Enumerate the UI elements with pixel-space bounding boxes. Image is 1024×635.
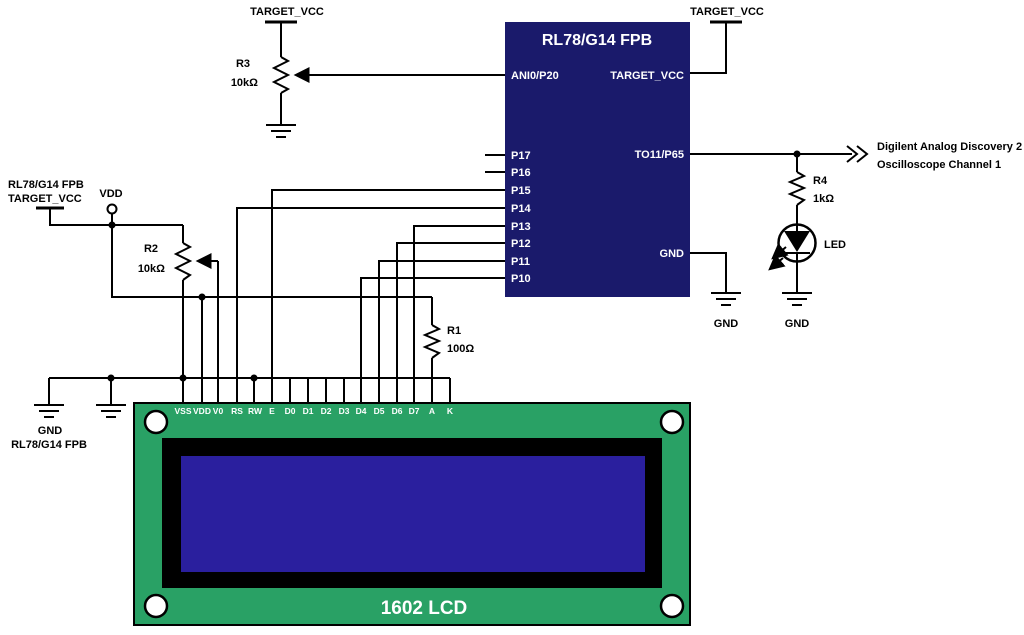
lcd-pin-e: E: [269, 406, 275, 416]
vdd-label: VDD: [99, 188, 122, 200]
rail-label-line1: RL78/G14 FPB: [8, 179, 84, 191]
gnd-symbol-led: [782, 292, 812, 306]
target-vcc-label: TARGET_VCC: [250, 6, 324, 18]
power-left-rail: RL78/G14 FPB TARGET_VCC VDD: [8, 179, 183, 229]
resistor-zigzag: [271, 56, 291, 94]
lcd-pin-rw: RW: [248, 406, 263, 416]
mcu-pin-p14: P14: [511, 203, 531, 215]
mounting-hole: [659, 409, 685, 435]
mcu-pin-gnd: GND: [660, 248, 685, 260]
rail-label-line2: TARGET_VCC: [8, 193, 82, 205]
gnd-label: GND: [785, 318, 810, 330]
wire: [690, 252, 727, 293]
resistor-r1: R1 100Ω: [422, 297, 474, 404]
resistor-value: 10kΩ: [138, 263, 165, 275]
oscilloscope-output: Digilent Analog Discovery 2 Oscilloscope…: [690, 141, 1022, 171]
wire-p13-to-d7: [413, 225, 505, 404]
wire-p10-to-d4: [360, 277, 505, 404]
potentiometer-r2: R2 10kΩ: [138, 225, 219, 404]
power-target-vcc-top-left: TARGET_VCC: [250, 6, 324, 57]
lcd-pin-d1: D1: [303, 406, 314, 416]
mcu-pin-ani0: ANI0/P20: [511, 70, 559, 82]
output-label-line2: Oscilloscope Channel 1: [877, 159, 1001, 171]
wire: [111, 225, 432, 298]
resistor-zigzag: [173, 242, 193, 281]
mounting-hole: [143, 593, 169, 619]
mounting-hole: [659, 593, 685, 619]
lcd-pin-d0: D0: [285, 406, 296, 416]
mcu-pin-p10: P10: [511, 273, 531, 285]
lcd-pin-d4: D4: [356, 406, 367, 416]
resistor-name: R2: [144, 243, 158, 255]
gnd-sublabel: RL78/G14 FPB: [11, 439, 87, 451]
lcd-screen: [181, 456, 645, 572]
lcd-pin-d7: D7: [409, 406, 420, 416]
wire: [690, 22, 727, 74]
resistor-name: R4: [813, 175, 828, 187]
mcu-pin-to11: TO11/P65: [635, 149, 684, 161]
lcd-title: 1602 LCD: [381, 598, 468, 619]
output-chevron-2: [856, 145, 869, 163]
resistor-r4: R4 1kΩ: [787, 154, 834, 206]
power-target-vcc-top-right: TARGET_VCC: [690, 6, 764, 74]
lcd-pin-k: K: [447, 406, 454, 416]
junction-dot: [179, 374, 187, 382]
resistor-value: 10kΩ: [231, 77, 258, 89]
output-label-line1: Digilent Analog Discovery 2: [877, 141, 1022, 153]
lcd-pin-d2: D2: [321, 406, 332, 416]
wire-p12-to-d6: [396, 242, 505, 404]
lcd-pin-v0: V0: [213, 406, 224, 416]
wire: [49, 208, 183, 226]
lcd-board: VSS VDD V0 RS RW E D0 D1 D2 D3 D4 D5 D6 …: [133, 402, 691, 626]
mcu-data-wires: [236, 154, 505, 404]
mcu-pin-p16: P16: [511, 167, 531, 179]
gnd-rail: [49, 374, 451, 404]
gnd-symbol-left-1: [34, 378, 64, 418]
lcd-pin-vdd: VDD: [193, 406, 211, 416]
mcu-title: RL78/G14 FPB: [542, 32, 652, 49]
mcu-pin-p13: P13: [511, 221, 531, 233]
lcd-pin-rs: RS: [231, 406, 243, 416]
gnd-symbol-r3: [266, 124, 296, 138]
potentiometer-r3: R3 10kΩ: [231, 56, 505, 125]
mcu-gnd: GND: [690, 252, 741, 330]
gnd-label: GND: [38, 425, 63, 437]
led-triangle: [784, 231, 810, 252]
gnd-symbol-left-2: [96, 378, 126, 418]
mcu-box: RL78/G14 FPB ANI0/P20 P17 P16 P15 P14 P1…: [505, 22, 690, 297]
lcd-pin-a: A: [429, 406, 435, 416]
mounting-hole: [143, 409, 169, 435]
mcu-pin-p15: P15: [511, 185, 531, 197]
resistor-value: 1kΩ: [813, 193, 834, 205]
wire-p14-to-rs: [236, 207, 505, 404]
mcu-pin-p17: P17: [511, 150, 531, 162]
lcd-pin-vss: VSS: [174, 406, 191, 416]
mcu-pin-target-vcc: TARGET_VCC: [610, 70, 684, 82]
gnd-label: GND: [714, 318, 739, 330]
lcd-pin-d3: D3: [339, 406, 350, 416]
resistor-value: 100Ω: [447, 343, 474, 355]
resistor-zigzag: [422, 324, 442, 359]
lcd-pin-d5: D5: [374, 406, 385, 416]
resistor-name: R3: [236, 58, 250, 70]
mcu-pin-p12: P12: [511, 238, 531, 250]
led-emission-arrow-2: [768, 254, 786, 271]
resistor-name: R1: [447, 325, 461, 337]
mcu-pin-p11: P11: [511, 256, 530, 268]
wire-p11-to-d5: [378, 260, 505, 404]
vdd-rail: [111, 225, 432, 404]
lcd-pin-d6: D6: [392, 406, 403, 416]
mcu-body: [505, 22, 690, 297]
resistor-zigzag: [787, 171, 807, 206]
led-symbol: LED: [768, 205, 846, 293]
wire-p15-to-e: [271, 189, 505, 404]
led-label: LED: [824, 239, 846, 251]
output-chevron-1: [846, 145, 859, 163]
vdd-terminal: [106, 203, 118, 215]
target-vcc-label: TARGET_VCC: [690, 6, 764, 18]
